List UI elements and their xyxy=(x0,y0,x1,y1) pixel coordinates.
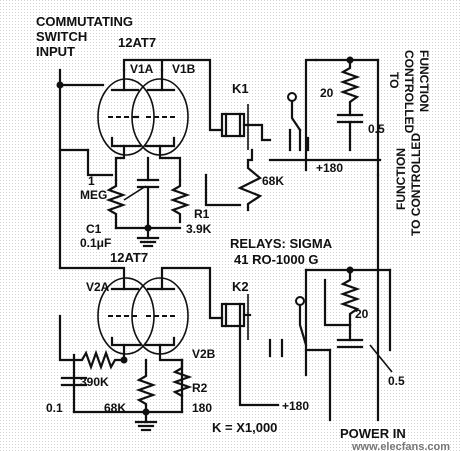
v1-plate-and-grid-wiring xyxy=(86,58,242,207)
tube-v2 xyxy=(97,277,189,355)
to-controlled-bottom-1: TO CONTROLLED xyxy=(409,133,423,236)
r390k-label: 390K xyxy=(80,375,109,389)
input-label-line2: SWITCH xyxy=(36,29,87,44)
r20-top-label: 20 xyxy=(320,86,334,100)
relays-line1: RELAYS: SIGMA xyxy=(230,236,333,251)
meg-label-2: MEG xyxy=(80,188,107,202)
v2a-label: V2A xyxy=(86,280,110,294)
input-label-line3: INPUT xyxy=(36,44,75,59)
input-label-line1: COMMUTATING xyxy=(36,14,133,29)
r1-value: 3.9K xyxy=(186,222,212,236)
input-wiring xyxy=(56,68,105,270)
relays-line2: 41 RO-1000 G xyxy=(234,252,319,267)
snubber-top xyxy=(314,56,380,177)
k-note: K = X1,000 xyxy=(212,420,277,435)
labels: COMMUTATING SWITCH INPUT 12AT7 V1A V1B K… xyxy=(36,14,450,453)
ground-bottom xyxy=(72,408,184,432)
snubber-bottom xyxy=(304,266,393,373)
resistor-r2 xyxy=(171,358,193,398)
to-controlled-top-1: TO xyxy=(387,72,401,88)
power-in-wiring xyxy=(328,173,380,422)
tube-type-bottom: 12AT7 xyxy=(110,250,148,265)
contact-k2 xyxy=(268,268,332,377)
r2-label: R2 xyxy=(192,381,208,395)
to-controlled-top-3: FUNCTION xyxy=(417,50,431,112)
resistor-390k xyxy=(72,349,126,371)
resistor-r1 xyxy=(169,178,191,224)
resistor-68k-bottom xyxy=(135,358,157,414)
c1-label: C1 xyxy=(86,222,102,236)
k2-label: K2 xyxy=(232,279,249,294)
to-controlled-bottom-2: FUNCTION xyxy=(394,148,408,210)
r68k-top-label: 68K xyxy=(262,174,284,188)
watermark: www.elecfans.com xyxy=(351,441,450,453)
r2-value: 180 xyxy=(192,401,212,415)
capacitor-0.1-bottom xyxy=(60,376,88,387)
supply-bottom-label: +180 xyxy=(282,399,309,413)
v1a-label: V1A xyxy=(130,62,154,76)
c1-value: 0.1μF xyxy=(80,236,111,250)
v1b-label: V1B xyxy=(172,62,196,76)
v2b-label: V2B xyxy=(192,347,216,361)
r20-bottom-label: 20 xyxy=(355,307,369,321)
power-in-label: POWER IN xyxy=(340,426,406,441)
r1-label: R1 xyxy=(194,207,210,221)
tube-type-top: 12AT7 xyxy=(118,35,156,50)
contact-k1 xyxy=(268,58,382,172)
cap-top-label: 0.5 xyxy=(368,122,385,136)
cap-bottom-right-label: 0.5 xyxy=(388,374,405,388)
r68k-bottom-label: 68K xyxy=(104,401,126,415)
relay-k2 xyxy=(220,294,280,407)
k1-label: K1 xyxy=(232,81,249,96)
supply-top-label: +180 xyxy=(316,161,343,175)
cap-bottom-left-label: 0.1 xyxy=(46,401,63,415)
relay-k1 xyxy=(220,104,272,212)
ground-top xyxy=(114,224,182,248)
to-controlled-top-2: CONTROLLED xyxy=(402,50,416,134)
meg-label-1: 1 xyxy=(88,174,95,188)
resistor-1meg xyxy=(105,178,127,230)
